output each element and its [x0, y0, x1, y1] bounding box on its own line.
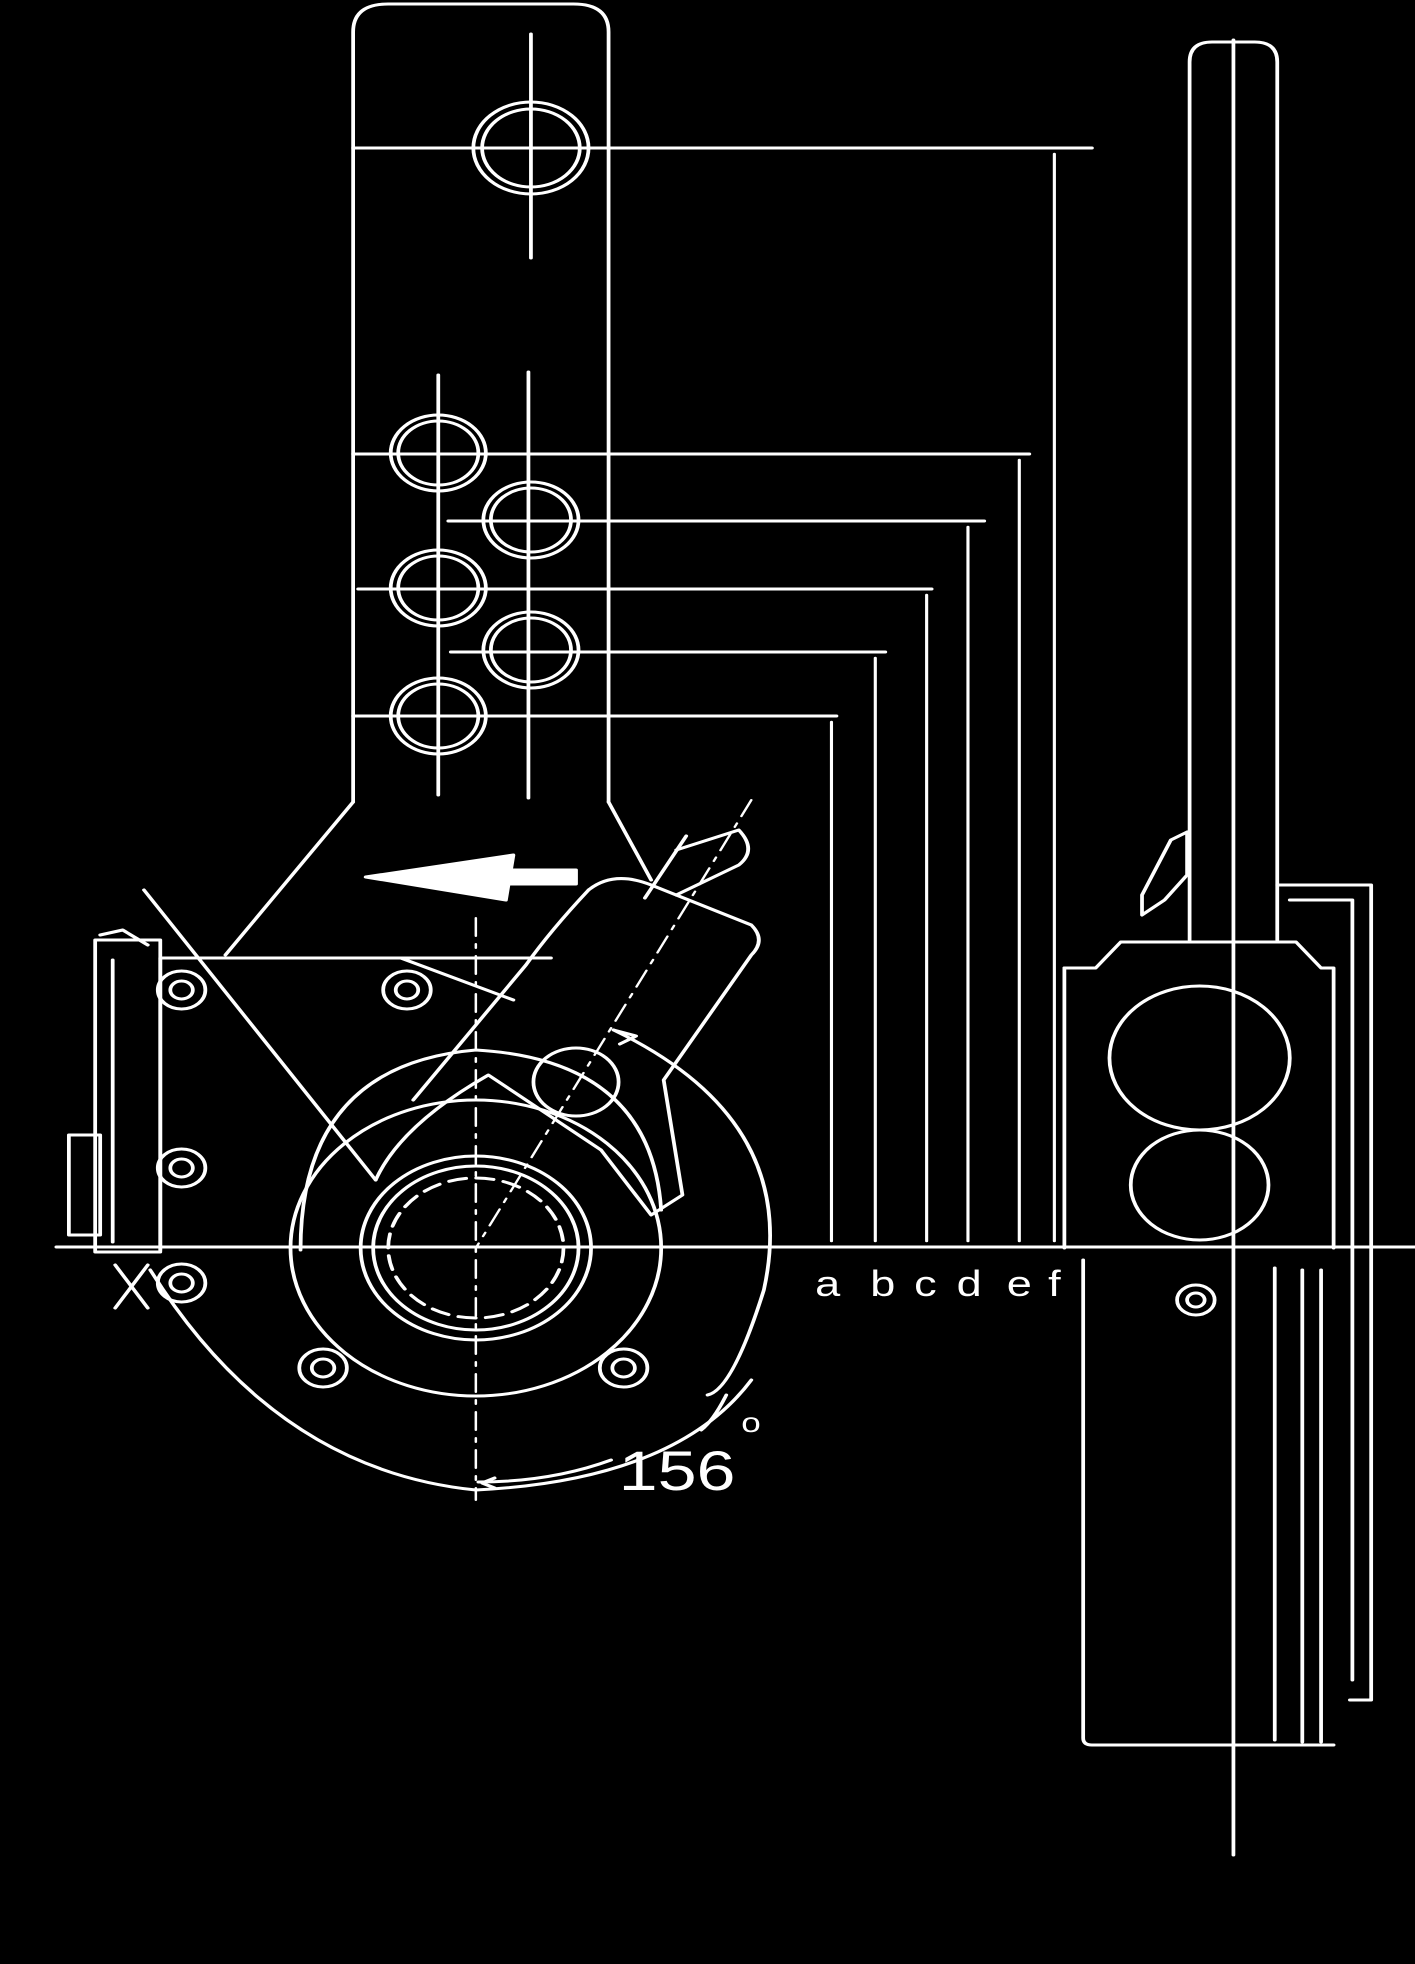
clevis-block [1062, 883, 1374, 1747]
label-e: e [1007, 1263, 1032, 1304]
housing-bolts [155, 969, 650, 1389]
direction-arrow-icon [363, 853, 578, 902]
label-a: a [815, 1263, 840, 1304]
dimension-leaders [351, 452, 1032, 718]
label-d: d [957, 1263, 982, 1304]
dimension-arrows [829, 152, 1056, 1243]
angle-label: 156 o [619, 1406, 761, 1502]
lever-arm [223, 2, 654, 957]
label-c: c [914, 1263, 937, 1304]
top-pivot-hole [351, 32, 1094, 260]
mounting-bracket [66, 928, 163, 1310]
slack-adjuster-arm [373, 799, 761, 1249]
push-rod [1140, 38, 1280, 1857]
angle-arcs [611, 1028, 772, 1432]
adjustment-holes [388, 370, 581, 800]
angle-value: 156 [619, 1441, 736, 1503]
angle-unit: o [741, 1406, 760, 1438]
adjuster-housing [142, 888, 754, 1492]
dimension-labels: a b c d e f [815, 1263, 1061, 1304]
label-b: b [870, 1263, 895, 1304]
angle-leader [476, 1458, 613, 1490]
label-f: f [1048, 1263, 1061, 1304]
